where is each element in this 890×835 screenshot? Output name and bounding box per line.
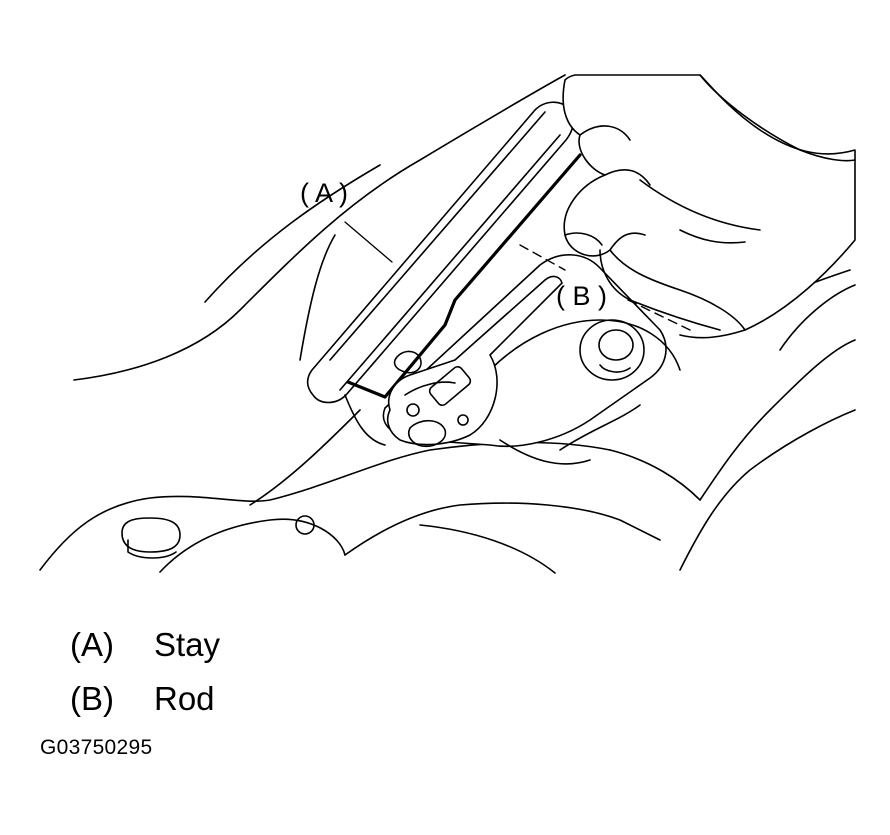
stay-rod-removal-diagram: ( A ) ( B ) xyxy=(39,74,856,574)
legend-row-stay: (A) Stay xyxy=(70,618,220,672)
stay-component xyxy=(306,101,582,446)
figure-id: G03750295 xyxy=(40,736,153,759)
legend-row-rod: (B) Rod xyxy=(70,672,220,726)
callout-a-leader xyxy=(344,221,393,263)
hand-illustration xyxy=(562,74,856,339)
legend: (A) Stay (B) Rod xyxy=(70,618,220,726)
callout-a-label: ( A ) xyxy=(300,178,348,208)
legend-key: (A) xyxy=(70,626,114,663)
legend-key: (B) xyxy=(70,680,114,717)
legend-label: Rod xyxy=(154,680,215,717)
callout-b-label: ( B ) xyxy=(556,281,607,311)
callout-b-leader xyxy=(519,244,566,271)
wrench-tool xyxy=(386,275,563,448)
legend-label: Stay xyxy=(154,626,221,663)
callout-b-leader-right xyxy=(627,299,691,331)
